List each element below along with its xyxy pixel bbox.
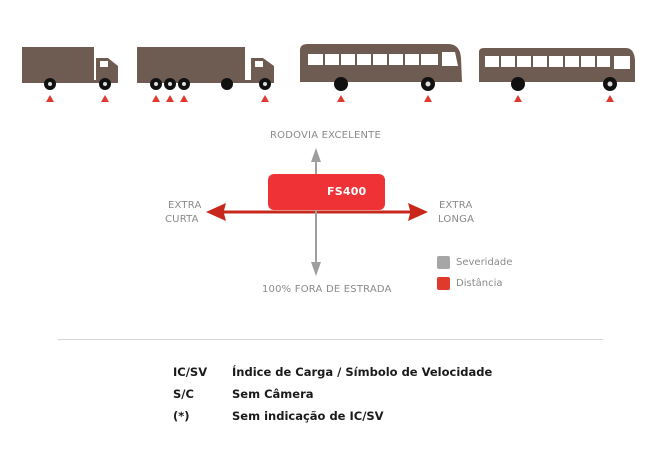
top-label: RODOVIA EXCELENTE (270, 130, 381, 141)
right-label-line-1: EXTRA (439, 200, 473, 211)
legend-label: Severidade (456, 257, 513, 268)
glossary-term: (*) (173, 409, 190, 423)
glossary-term: IC/SV (173, 365, 208, 379)
glossary-definition: Sem Câmera (232, 387, 314, 401)
glossary-row: IC/SV Índice de Carga / Símbolo de Veloc… (173, 365, 492, 379)
product-box (268, 174, 385, 210)
glossary-definition: Índice de Carga / Símbolo de Velocidade (232, 365, 493, 379)
left-label-line-2: CURTA (165, 214, 199, 225)
legend-label: Distância (456, 278, 503, 289)
product-label: FS400 (327, 185, 367, 198)
left-label-line-1: EXTRA (168, 200, 202, 211)
glossary-row: (*) Sem indicação de IC/SV (173, 409, 384, 423)
coach-bus-icon (300, 44, 462, 102)
bottom-label: 100% FORA DE ESTRADA (262, 284, 392, 295)
glossary-term: S/C (173, 387, 194, 401)
glossary-definition: Sem indicação de IC/SV (232, 409, 384, 423)
vehicle-row (22, 44, 635, 102)
legend-item-distance: Distância (437, 277, 502, 290)
heavy-truck-icon (137, 47, 274, 102)
divider (58, 339, 603, 340)
severity-swatch (437, 256, 450, 269)
glossary-row: S/C Sem Câmera (173, 387, 314, 401)
usage-diagram (206, 148, 428, 276)
legend-item-severity: Severidade (437, 256, 512, 269)
city-bus-icon (479, 48, 635, 102)
right-label-line-2: LONGA (438, 214, 475, 225)
distance-swatch (437, 277, 450, 290)
rigid-truck-icon (22, 47, 118, 102)
